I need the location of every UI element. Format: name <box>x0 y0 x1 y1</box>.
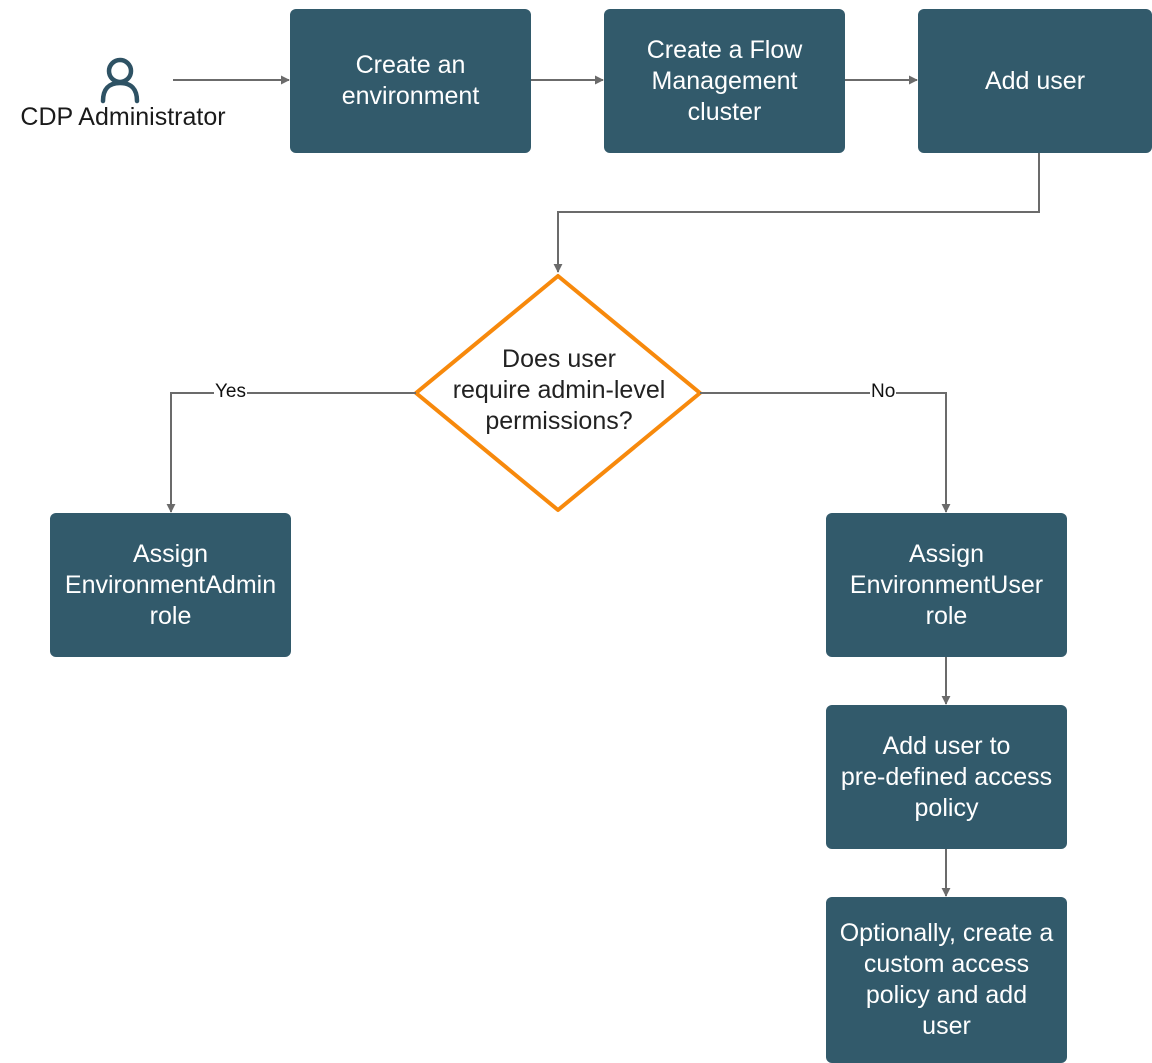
person-icon <box>100 57 140 104</box>
step-assign-user-role[interactable]: Assign EnvironmentUser role <box>826 513 1067 657</box>
step-create-environment[interactable]: Create an environment <box>290 9 531 153</box>
step-add-to-policy[interactable]: Add user to pre-defined access policy <box>826 705 1067 849</box>
edge-yes-branch <box>166 392 416 513</box>
step-assign-admin-role[interactable]: Assign EnvironmentAdmin role <box>50 513 291 657</box>
actor-label: CDP Administrator <box>20 103 226 131</box>
edge-no-branch <box>700 392 951 513</box>
edge-add-user-to-decision <box>553 153 1040 273</box>
yes-label: Yes <box>214 381 247 403</box>
step-custom-policy[interactable]: Optionally, create a custom access polic… <box>826 897 1067 1063</box>
step-add-user[interactable]: Add user <box>918 9 1152 153</box>
step-create-cluster[interactable]: Create a Flow Management cluster <box>604 9 845 153</box>
decision-question: Does user require admin-level permission… <box>452 344 666 435</box>
no-label: No <box>870 381 897 403</box>
decision-diamond <box>414 274 702 512</box>
